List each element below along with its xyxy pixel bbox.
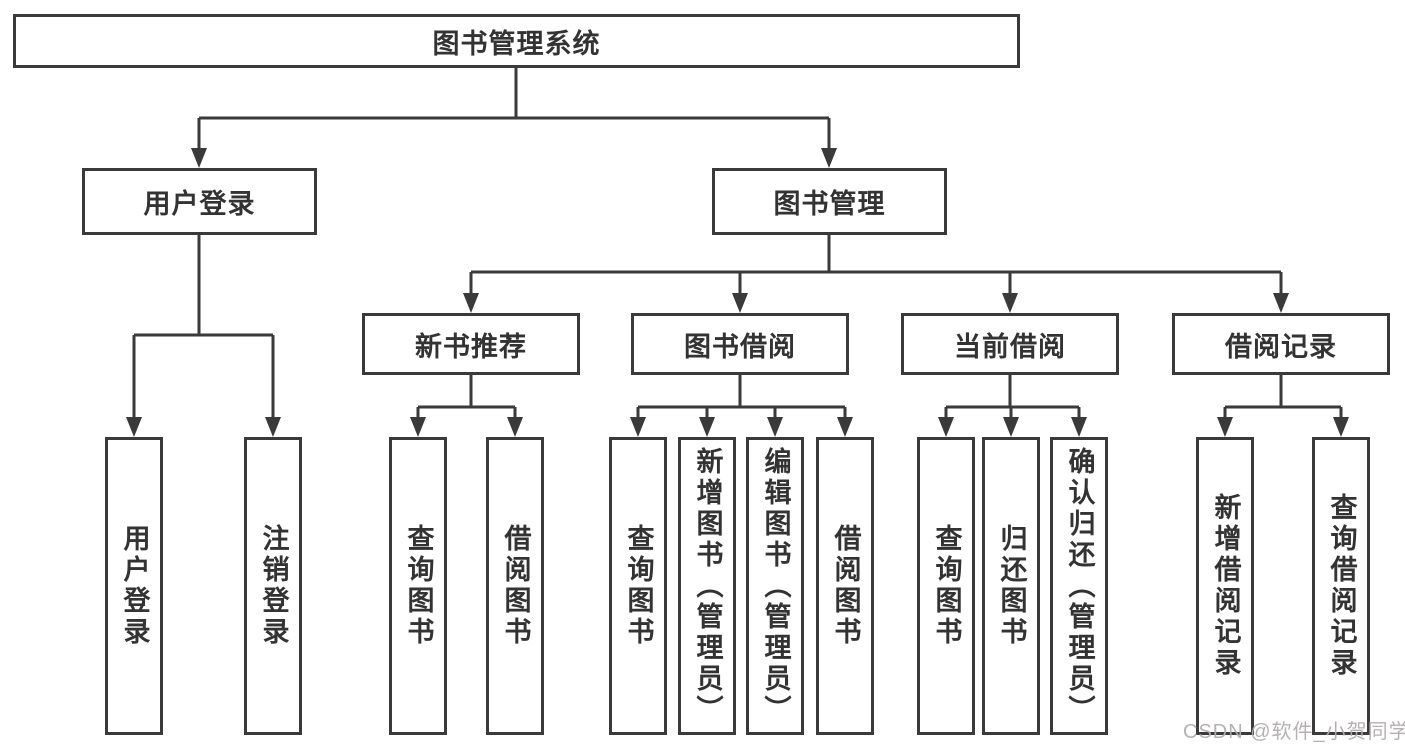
node-library-management-system: 图书管理系统 [13, 14, 1020, 68]
node-new-book-recommendation-label: 新书推荐 [415, 331, 527, 362]
node-book-borrowing-label: 图书借阅 [684, 331, 796, 362]
leaf-query-borrow-record-label: 查询借阅记录 [1326, 493, 1357, 679]
node-book-management-branch: 图书管理 [712, 168, 947, 235]
node-borrowing-records: 借阅记录 [1172, 313, 1390, 375]
leaf-borrow-books-recommend: 借阅图书 [486, 437, 544, 735]
leaf-query-books-recommend-label: 查询图书 [403, 524, 434, 648]
node-current-borrowing-label: 当前借阅 [954, 331, 1066, 362]
leaf-confirm-return-admin: 确认归还（管理员） [1050, 437, 1108, 735]
leaf-query-books-current-label: 查询图书 [931, 524, 962, 648]
node-borrowing-records-label: 借阅记录 [1225, 331, 1337, 362]
leaf-query-books-current: 查询图书 [917, 437, 975, 735]
csdn-watermark: CSDN @软件_小贺同学 [1183, 721, 1405, 743]
leaf-confirm-return-admin-label: 确认归还（管理员） [1064, 446, 1095, 726]
node-user-login-branch: 用户登录 [82, 168, 317, 235]
leaf-add-borrow-record-label: 新增借阅记录 [1210, 493, 1241, 679]
leaf-return-books: 归还图书 [982, 437, 1040, 735]
leaf-borrow-books-recommend-label: 借阅图书 [500, 524, 531, 648]
node-current-borrowing: 当前借阅 [901, 313, 1119, 375]
leaf-add-books-admin: 新增图书（管理员） [678, 437, 736, 735]
leaf-borrow-books-label: 借阅图书 [830, 524, 861, 648]
leaf-edit-books-admin: 编辑图书（管理员） [746, 437, 804, 735]
node-user-login-branch-label: 用户登录 [143, 189, 256, 219]
leaf-add-borrow-record: 新增借阅记录 [1196, 437, 1254, 735]
leaf-return-books-label: 归还图书 [996, 524, 1027, 648]
node-book-management-branch-label: 图书管理 [773, 189, 886, 219]
leaf-borrow-books: 借阅图书 [816, 437, 874, 735]
leaf-query-books-recommend: 查询图书 [389, 437, 447, 735]
leaf-query-borrow-record: 查询借阅记录 [1312, 437, 1370, 735]
node-new-book-recommendation: 新书推荐 [362, 313, 580, 375]
leaf-logout: 注销登录 [244, 437, 302, 735]
leaf-user-login-label: 用户登录 [119, 524, 150, 648]
node-library-management-system-label: 图书管理系统 [432, 28, 601, 59]
node-book-borrowing: 图书借阅 [631, 313, 849, 375]
leaf-query-books-borrow: 查询图书 [609, 437, 667, 735]
leaf-logout-label: 注销登录 [258, 524, 289, 648]
leaf-add-books-admin-label: 新增图书（管理员） [692, 446, 723, 726]
leaf-user-login: 用户登录 [105, 437, 163, 735]
leaf-query-books-borrow-label: 查询图书 [623, 524, 654, 648]
leaf-edit-books-admin-label: 编辑图书（管理员） [760, 446, 791, 726]
